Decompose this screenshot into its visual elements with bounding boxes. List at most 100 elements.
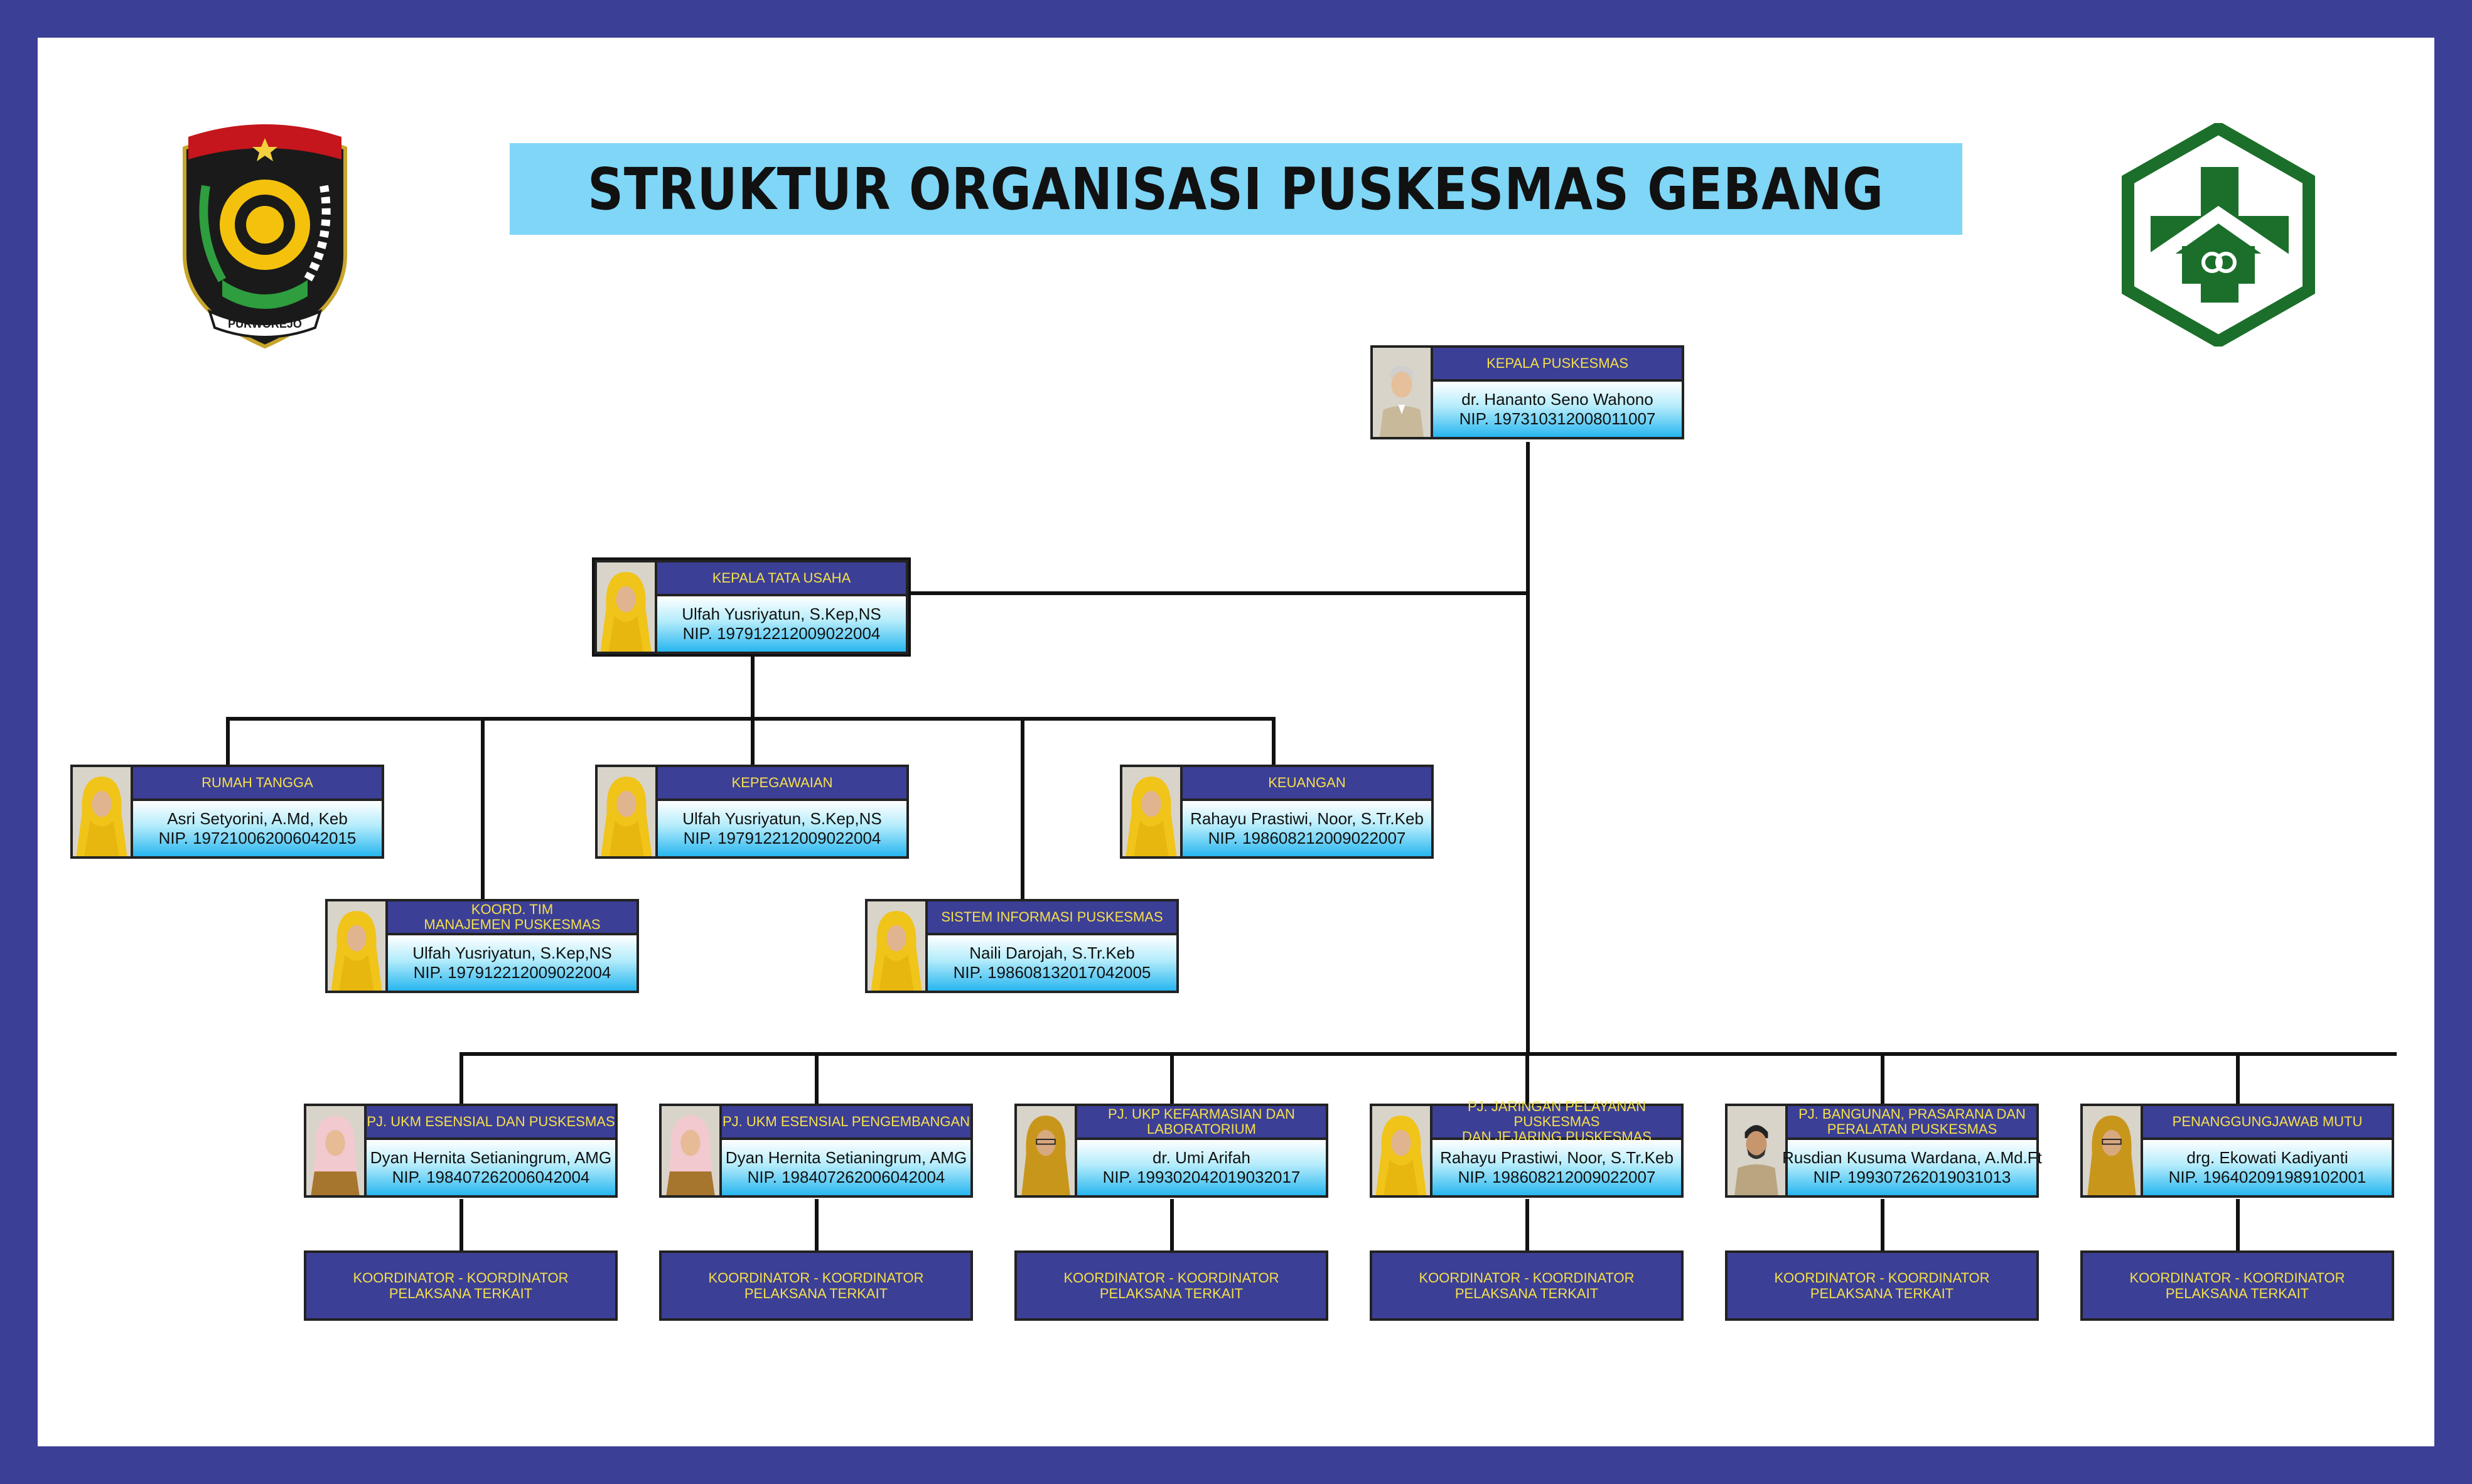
person-nip: NIP. 197912212009022004 [683,829,881,847]
person-nip: NIP. 199307262019031013 [1813,1168,2011,1186]
connector-unit-5 [2236,1052,2240,1104]
role-label: KEPALA PUSKESMAS [1486,355,1628,371]
connector-keuangan [1272,717,1276,765]
photo-avatar [594,560,657,654]
coordinator-box: KOORDINATOR - KOORDINATOR PELAKSANA TERK… [1725,1250,2039,1321]
role-label: KEUANGAN [1268,775,1346,790]
role-label: PENANGGUNGJAWAB MUTU [2172,1114,2363,1129]
role-label: PJ. UKP KEFARMASIAN DAN LABORATORIUM [1108,1106,1295,1137]
connector-unit-4 [1881,1052,1884,1104]
coordinator-label: KOORDINATOR - KOORDINATOR PELAKSANA TERK… [708,1270,924,1301]
person-nip: NIP. 198407262006042004 [392,1168,590,1186]
person-name: Dyan Hernita Setianingrum, AMG [370,1148,612,1167]
role-header: KEPEGAWAIAN [658,765,909,801]
person-name: Ulfah Yusriyatun, S.Kep,NS [682,605,881,623]
puskesmas-logo-icon [2122,123,2315,347]
connector-unit-3 [1525,1052,1529,1104]
person-name: Ulfah Yusriyatun, S.Kep,NS [682,809,882,828]
role-header: KEPALA TATA USAHA [657,560,908,596]
card-koord-tim-manajemen: KOORD. TIM MANAJEMEN PUSKESMAS Ulfah Yus… [325,899,639,993]
photo-avatar [1370,345,1433,439]
photo-avatar [1370,1104,1432,1198]
coordinator-label: KOORDINATOR - KOORDINATOR PELAKSANA TERK… [1774,1270,1990,1301]
connector-unit-0 [459,1052,463,1104]
photo-avatar [659,1104,722,1198]
person-info: Ulfah Yusriyatun, S.Kep,NS NIP. 19791221… [388,935,639,993]
person-nip: NIP. 198407262006042004 [747,1168,945,1186]
person-info: Ulfah Yusriyatun, S.Kep,NS NIP. 19791221… [657,596,908,654]
role-label: KEPEGAWAIAN [731,775,833,790]
card-unit-bangunan-prasarana: PJ. BANGUNAN, PRASARANA DAN PERALATAN PU… [1725,1104,2042,1198]
role-label: PJ. UKM ESENSIAL DAN PUSKESMAS [367,1114,615,1129]
person-name: Ulfah Yusriyatun, S.Kep,NS [412,944,612,962]
person-info: Rahayu Prastiwi, Noor, S.Tr.Keb NIP. 198… [1432,1140,1684,1198]
person-name: Rahayu Prastiwi, Noor, S.Tr.Keb [1440,1148,1674,1167]
connector-coord-5 [2236,1199,2240,1250]
connector-units-bus [459,1052,2397,1056]
card-kepala-puskesmas: KEPALA PUSKESMAS dr. Hananto Seno Wahono… [1370,345,1684,439]
person-info: dr. Hananto Seno Wahono NIP. 19731031200… [1433,382,1684,439]
connector-coord-3 [1525,1199,1529,1250]
photo-avatar [304,1104,367,1198]
photo-avatar [325,899,388,993]
photo-avatar [595,765,658,859]
person-nip: NIP. 197912212009022004 [413,963,611,982]
photo-avatar [2080,1104,2143,1198]
role-label: SISTEM INFORMASI PUSKESMAS [941,909,1163,925]
person-name: Naili Darojah, S.Tr.Keb [969,944,1135,962]
person-nip: NIP. 198608212009022007 [1208,829,1406,847]
person-info: dr. Umi Arifah NIP. 199302042019032017 [1077,1140,1328,1198]
role-header: PJ. UKM ESENSIAL PENGEMBANGAN [722,1104,973,1140]
person-info: Naili Darojah, S.Tr.Keb NIP. 19860813201… [928,935,1179,993]
title-banner: STRUKTUR ORGANISASI PUSKESMAS GEBANG [510,143,1962,235]
connector-kepegawaian [751,717,755,765]
purworejo-crest-icon: PURWOREJO [183,124,347,349]
role-header: PJ. UKM ESENSIAL DAN PUSKESMAS [367,1104,618,1140]
card-unit-ukm-pengembangan: PJ. UKM ESENSIAL PENGEMBANGAN Dyan Herni… [659,1104,973,1198]
person-info: Dyan Hernita Setianingrum, AMG NIP. 1984… [722,1140,973,1198]
page-title: STRUKTUR ORGANISASI PUSKESMAS GEBANG [588,155,1884,223]
role-header: KOORD. TIM MANAJEMEN PUSKESMAS [388,899,639,935]
connector-coord-0 [459,1199,463,1250]
photo-avatar [1120,765,1183,859]
connector-sistem-informasi [1021,717,1024,899]
photo-avatar [1725,1104,1788,1198]
person-name: Asri Setyorini, A.Md, Keb [167,809,348,828]
role-header: PJ. JARINGAN PELAYANAN PUSKESMAS DAN JEJ… [1432,1099,1684,1144]
person-name: Dyan Hernita Setianingrum, AMG [725,1148,967,1167]
card-unit-penanggungjawab-mutu: PENANGGUNGJAWAB MUTU drg. Ekowati Kadiya… [2080,1104,2394,1198]
card-unit-jaringan-pelayanan: PJ. JARINGAN PELAYANAN PUSKESMAS DAN JEJ… [1370,1099,1684,1198]
connector-coord-4 [1881,1199,1884,1250]
role-label: PJ. BANGUNAN, PRASARANA DAN PERALATAN PU… [1798,1106,2026,1137]
person-nip: NIP. 199302042019032017 [1102,1168,1301,1186]
role-header: PJ. UKP KEFARMASIAN DAN LABORATORIUM [1077,1104,1328,1140]
coordinator-label: KOORDINATOR - KOORDINATOR PELAKSANA TERK… [353,1270,569,1301]
connector-rumah-tangga [226,717,230,765]
card-kepegawaian: KEPEGAWAIAN Ulfah Yusriyatun, S.Kep,NS N… [595,765,909,859]
person-nip: NIP. 198608132017042005 [953,963,1151,982]
person-name: dr. Umi Arifah [1152,1148,1251,1167]
person-info: Ulfah Yusriyatun, S.Kep,NS NIP. 19791221… [658,801,909,859]
card-rumah-tangga: RUMAH TANGGA Asri Setyorini, A.Md, Keb N… [70,765,384,859]
role-header: KEPALA PUSKESMAS [1433,345,1684,382]
person-info: Rusdian Kusuma Wardana, A.Md.Ft NIP. 199… [1782,1140,2042,1198]
role-header: KEUANGAN [1183,765,1434,801]
connector-coord-1 [815,1199,819,1250]
person-nip: NIP. 197310312008011007 [1459,409,1656,428]
coordinator-box: KOORDINATOR - KOORDINATOR PELAKSANA TERK… [659,1250,973,1321]
person-info: Asri Setyorini, A.Md, Keb NIP. 197210062… [133,801,384,859]
person-nip: NIP. 198608212009022007 [1458,1168,1656,1186]
coordinator-box: KOORDINATOR - KOORDINATOR PELAKSANA TERK… [2080,1250,2394,1321]
person-nip: NIP. 196402091989102001 [2168,1168,2367,1186]
card-unit-ukm-esensial: PJ. UKM ESENSIAL DAN PUSKESMAS Dyan Hern… [304,1104,618,1198]
person-nip: NIP. 197912212009022004 [682,624,881,643]
coordinator-box: KOORDINATOR - KOORDINATOR PELAKSANA TERK… [1370,1250,1684,1321]
person-name: dr. Hananto Seno Wahono [1461,390,1653,409]
connector-unit-1 [815,1052,819,1104]
coordinator-box: KOORDINATOR - KOORDINATOR PELAKSANA TERK… [304,1250,618,1321]
role-header: RUMAH TANGGA [133,765,384,801]
coordinator-label: KOORDINATOR - KOORDINATOR PELAKSANA TERK… [1419,1270,1635,1301]
card-kepala-tata-usaha: KEPALA TATA USAHA Ulfah Yusriyatun, S.Ke… [592,557,911,657]
coordinator-box: KOORDINATOR - KOORDINATOR PELAKSANA TERK… [1014,1250,1328,1321]
crest-text: PURWOREJO [228,318,302,330]
